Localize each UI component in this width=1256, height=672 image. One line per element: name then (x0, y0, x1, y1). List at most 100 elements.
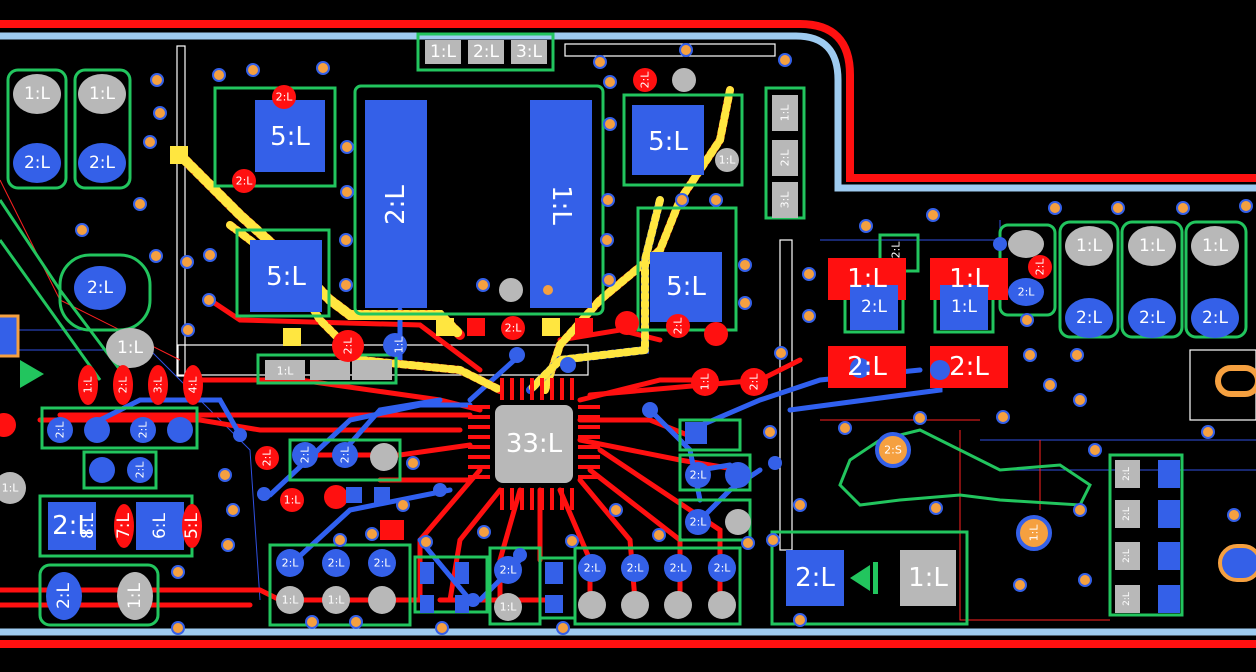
label-blue-1b: 1:L (951, 297, 978, 317)
label-mid-6: 6:L (150, 512, 170, 539)
label-cap-2b: 2:L (89, 153, 116, 173)
label-u1: 33:L (506, 429, 563, 459)
label-reg-c: 5:L (648, 127, 688, 157)
label-red-2a: 2:L (847, 352, 887, 382)
label-diode-1: 1:L (908, 563, 948, 593)
label-row-2f: 2:L (627, 562, 645, 575)
label-mid-5: 5:L (182, 512, 202, 539)
label-round-2: 2:L (54, 582, 74, 609)
red-pads[interactable] (0, 68, 1052, 548)
label-cap-r3: 1:L (1139, 236, 1166, 256)
label-cap-r2: 2:L (1076, 308, 1103, 328)
label-hdr-top-2: 2:L (890, 241, 903, 259)
pad-mid-6 (136, 502, 184, 550)
diode-symbol (850, 562, 878, 594)
label-r-2: 2:L (117, 376, 130, 394)
label-reg-a: 5:L (270, 122, 310, 152)
label-row-2a: 2:L (282, 557, 300, 570)
pad-big-1 (530, 100, 592, 308)
label-mid-8: 8:L (78, 512, 98, 539)
label-cap-1c: 1:L (117, 338, 144, 358)
label-red-2b: 2:L (949, 352, 989, 382)
label-r-4: 4:L (187, 376, 200, 394)
label-hdr-2a: 2:L (1122, 467, 1132, 481)
label-hdr-2d: 2:L (1122, 592, 1132, 606)
label-big-2: 2:L (381, 185, 411, 225)
ic-pins (468, 378, 600, 510)
pad-blue-2a (850, 285, 898, 330)
label-cap-2a: 2:L (24, 153, 51, 173)
label-row-2d: 2:L (500, 564, 518, 577)
label-pin-2l: 2:L (236, 175, 254, 188)
label-r-7: 1:L (393, 336, 406, 354)
label-round-1: 1:L (125, 582, 145, 609)
label-r-1: 1:L (82, 376, 95, 394)
label-osc-1: 1:L (1028, 524, 1041, 542)
label-pin-2m: 2:L (276, 91, 294, 104)
pad-reg-c (632, 105, 704, 175)
label-cap-r6: 2:L (1202, 308, 1229, 328)
label-small-1: 2:L (1018, 286, 1036, 299)
label-pin-2j: 2:L (672, 317, 685, 335)
pad-diode-2 (786, 550, 844, 606)
label-pin-1d: 1:L (284, 494, 302, 507)
label-cap-r4: 2:L (1139, 308, 1166, 328)
label-pin-2g: 2:L (690, 469, 708, 482)
label-t1: 1:L (430, 42, 457, 62)
label-cap-1a: 1:L (24, 84, 51, 104)
round-pads[interactable] (0, 68, 1256, 621)
pad-reg-a (255, 100, 325, 172)
label-cap-1b: 1:L (89, 84, 116, 104)
board-edge (0, 20, 1256, 648)
pad-reg-b (250, 240, 322, 312)
label-pin-2d: 2:L (299, 446, 312, 464)
label-row-2g: 2:L (670, 562, 688, 575)
label-red-1b: 1:L (949, 264, 989, 294)
label-pin-2i: 2:L (639, 71, 652, 89)
label-cap-r1: 1:L (1076, 236, 1103, 256)
pad-u1 (495, 405, 573, 483)
label-reg-d: 5:L (666, 272, 706, 302)
label-reg-b: 5:L (266, 262, 306, 292)
pad-edge-left[interactable] (0, 314, 20, 358)
label-row-2e: 2:L (584, 562, 602, 575)
label-strip-1: 1:L (277, 365, 295, 378)
label-pin-1e: 1:L (699, 373, 712, 391)
label-pin-1a: 1:L (282, 594, 300, 607)
label-cap-r5: 1:L (1202, 236, 1229, 256)
label-blue-2a: 2:L (861, 297, 888, 317)
connector-pads[interactable] (265, 40, 1180, 613)
label-mid-2: 2:L (52, 511, 92, 541)
label-pin-1f: 1:L (719, 154, 737, 167)
label-red-1a: 1:L (847, 264, 887, 294)
arrow-symbol (20, 360, 44, 388)
label-mid-7: 7:L (114, 512, 134, 539)
pad-mid-2 (48, 502, 96, 550)
pad-diode-1 (900, 550, 956, 606)
pad-big-2 (365, 100, 427, 308)
label-hdr-2c: 2:L (1122, 549, 1132, 563)
label-pin-2b: 2:L (137, 421, 150, 439)
label-pin-2f: 2:L (261, 449, 274, 467)
silkscreen-outline (176, 43, 1256, 551)
label-r-3: 3:L (152, 376, 165, 394)
label-pin-2a: 2:L (54, 421, 67, 439)
label-diode-2: 2:L (795, 563, 835, 593)
label-pin-2k: 2:L (748, 373, 761, 391)
hatched-pads (170, 146, 593, 346)
label-row-2c: 2:L (374, 557, 392, 570)
label-t2: 2:L (473, 42, 500, 62)
large-pads[interactable] (48, 100, 1008, 606)
thru-vias (75, 43, 1253, 635)
pad-reg-d (650, 252, 722, 322)
label-pin-1c: 1:L (500, 601, 518, 614)
label-big-1: 1:L (546, 185, 576, 225)
label-col-1: 1:L (779, 104, 792, 122)
label-pin-2e: 2:L (339, 446, 352, 464)
label-row-2h: 2:L (714, 562, 732, 575)
label-pin-2n: 2:L (1034, 258, 1047, 276)
label-pin-2c: 2:L (134, 461, 147, 479)
label-pin-1g: 1:L (2, 482, 20, 495)
pad-blue-1b (940, 285, 988, 330)
